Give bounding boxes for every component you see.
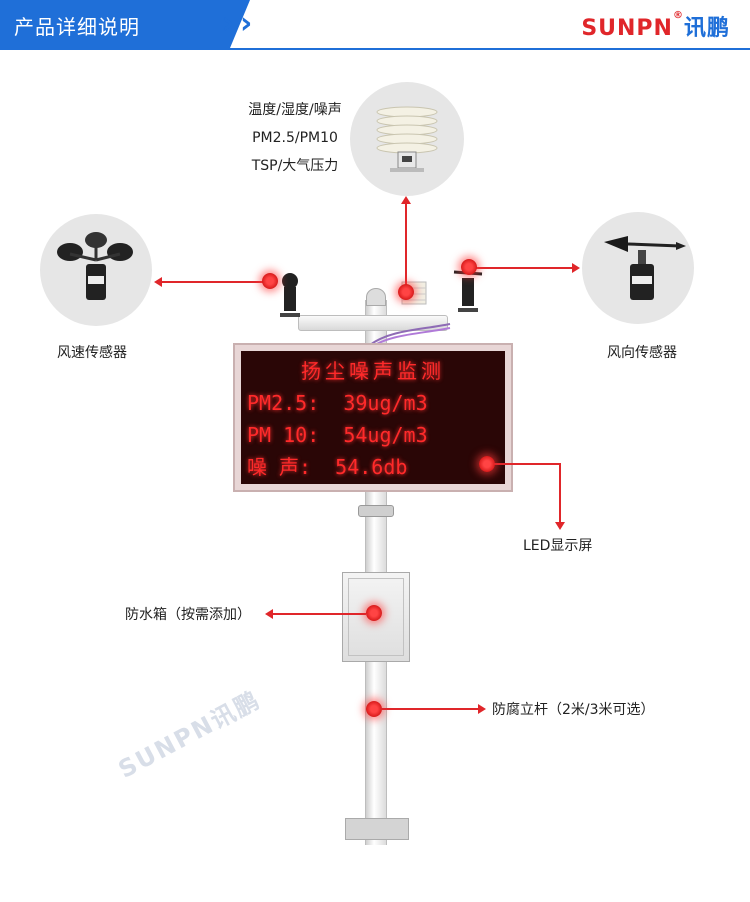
- mounted-anemometer-icon: [280, 273, 300, 317]
- led-row-pm10: PM 10: 54ug/m3: [247, 423, 428, 447]
- arrow-left-icon: [154, 277, 162, 287]
- marker-dot-box: [366, 605, 382, 621]
- louver-shelter-icon: [376, 106, 438, 172]
- led-display-panel: 扬尘噪声监测 PM2.5: 39ug/m3 PM 10: 54ug/m3 噪 声…: [241, 351, 505, 484]
- marker-dot-top-sensor: [398, 284, 414, 300]
- wind-speed-label: 风速传感器: [57, 345, 127, 361]
- arrow-left-icon: [265, 609, 273, 619]
- callout-line-wind-direction: [476, 267, 574, 269]
- led-row-noise: 噪 声: 54.6db: [247, 455, 408, 479]
- pole-cap: [366, 288, 386, 306]
- arrow-right-icon: [572, 263, 580, 273]
- callout-line-wind-speed: [160, 281, 264, 283]
- led-display-label: LED显示屏: [523, 538, 593, 554]
- header-title-block: 产品详细说明: [0, 0, 250, 48]
- marker-dot-wind-speed: [262, 273, 278, 289]
- waterproof-box-label: 防水箱（按需添加）: [125, 607, 251, 623]
- callout-line-top-sensor: [405, 202, 407, 286]
- watermark: SUNPN讯鹏: [113, 685, 266, 784]
- callout-line-pole: [382, 708, 478, 710]
- marker-dot-wind-direction: [461, 259, 477, 275]
- led-row-pm25: PM2.5: 39ug/m3: [247, 391, 428, 415]
- top-sensor-line-1: 温度/湿度/噪声: [248, 102, 342, 118]
- crossbar-image: [298, 315, 448, 331]
- brand-latin: SUNPN: [581, 16, 673, 41]
- wind-direction-sensor-image: [582, 212, 694, 324]
- header-divider: [0, 48, 750, 50]
- marker-dot-pole: [366, 701, 382, 717]
- chevron-right-icon: ›: [240, 6, 253, 41]
- pole-clamp: [358, 505, 394, 517]
- pole-label: 防腐立杆（2米/3米可选）: [492, 702, 655, 718]
- box-door: [348, 578, 404, 656]
- header-banner: 产品详细说明 › › SUNPN®讯鹏: [0, 0, 750, 48]
- top-sensor-text: 温度/湿度/噪声 PM2.5/PM10 TSP/大气压力: [225, 96, 365, 180]
- wind-vane-icon: [604, 236, 686, 300]
- top-sensor-line-3: TSP/大气压力: [251, 158, 339, 174]
- wind-speed-sensor-image: [40, 214, 152, 326]
- top-sensor-line-2: PM2.5/PM10: [252, 130, 338, 146]
- pole-base: [345, 818, 409, 840]
- led-title: 扬尘噪声监测: [301, 359, 445, 383]
- callout-line-box: [272, 613, 366, 615]
- brand-cn: 讯鹏: [683, 16, 730, 41]
- page-title: 产品详细说明: [14, 15, 140, 39]
- arrow-right-icon: [478, 704, 486, 714]
- arrow-down-icon: [555, 522, 565, 530]
- callout-line-led-horizontal: [494, 463, 560, 465]
- anemometer-icon: [57, 232, 133, 300]
- callout-line-led-vertical: [559, 463, 561, 523]
- wind-direction-label: 风向传感器: [607, 345, 677, 361]
- marker-dot-led: [479, 456, 495, 472]
- chevron-right-icon: ›: [222, 6, 235, 41]
- arrow-up-icon: [401, 196, 411, 204]
- brand-logo: SUNPN®讯鹏: [581, 10, 730, 41]
- led-display: 扬尘噪声监测 PM2.5: 39ug/m3 PM 10: 54ug/m3 噪 声…: [233, 343, 513, 492]
- multi-sensor-image: [350, 82, 464, 196]
